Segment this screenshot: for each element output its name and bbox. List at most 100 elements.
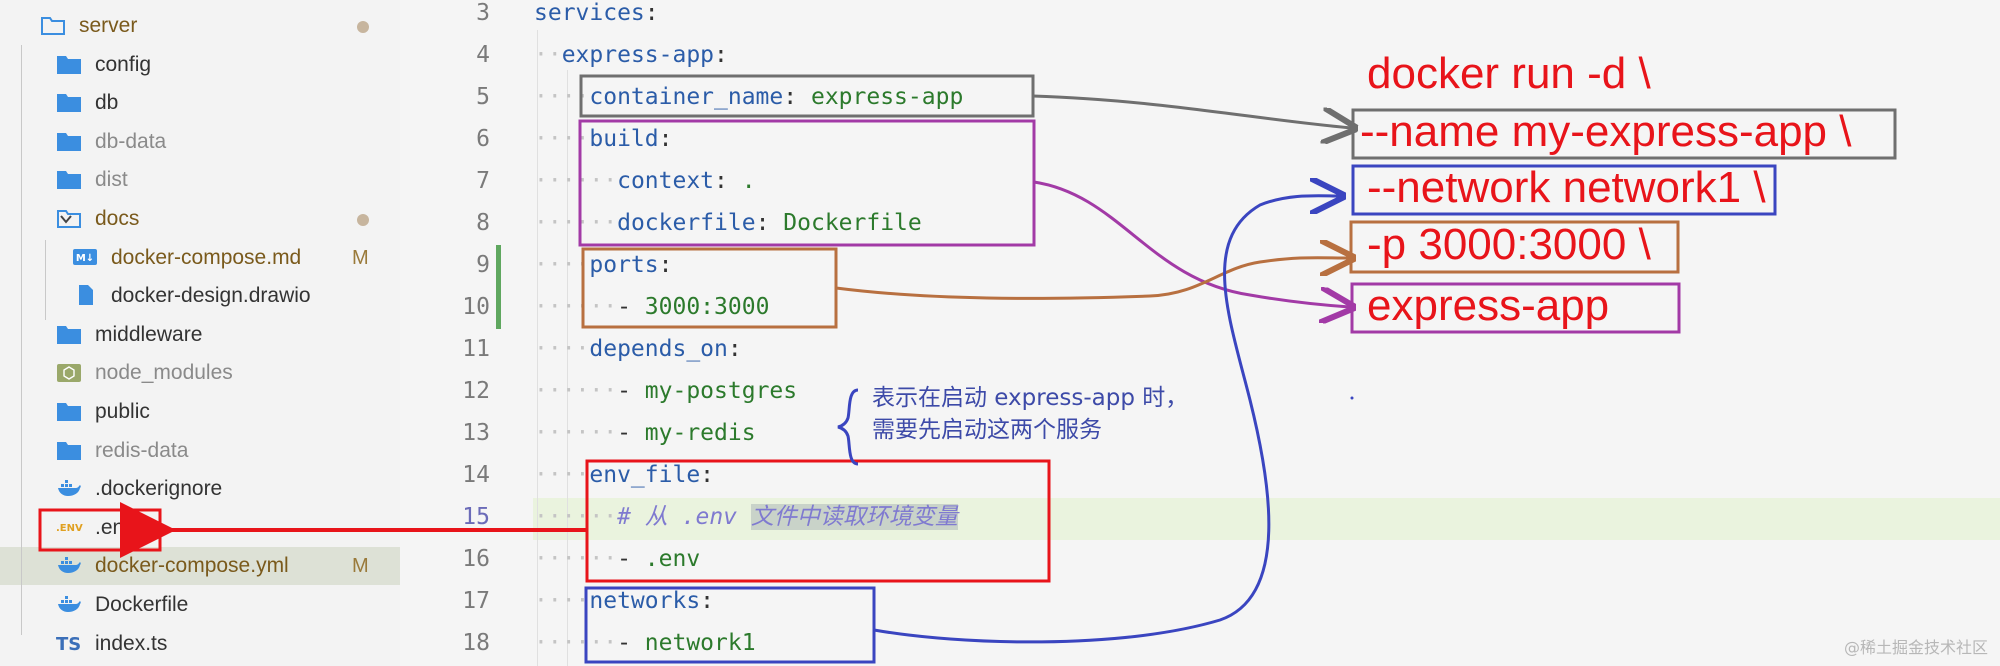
tree-item-label: db-data xyxy=(95,129,167,153)
line-number: 14 xyxy=(462,462,490,488)
svg-text:M↓: M↓ xyxy=(76,253,94,264)
code-line[interactable]: ····container_name: express-app xyxy=(534,82,963,112)
tree-item[interactable]: node_modules xyxy=(0,354,400,392)
chevron-down-icon[interactable] xyxy=(58,211,74,227)
code-line[interactable]: services: xyxy=(534,0,659,28)
yaml-punct: : xyxy=(783,84,811,110)
tree-item-label: db xyxy=(95,91,119,115)
yaml-key: dockerfile xyxy=(617,210,756,236)
networks-box xyxy=(584,586,876,664)
tree-item-label: public xyxy=(95,400,150,423)
yaml-key: ports xyxy=(589,252,659,278)
yaml-comment: 文件中读取环境变量 xyxy=(750,504,958,530)
line-number: 3 xyxy=(476,0,490,26)
yaml-key: container_name xyxy=(589,84,784,110)
folder-icon xyxy=(56,439,82,463)
tree-item[interactable]: redis-data xyxy=(0,432,400,470)
line-number: 10 xyxy=(462,294,490,320)
tree-item-label: redis-data xyxy=(95,438,189,462)
folder-icon xyxy=(56,323,82,347)
tree-item[interactable]: dist xyxy=(0,161,400,199)
tree-item[interactable]: config xyxy=(0,46,400,84)
docker-icon xyxy=(56,477,82,501)
svg-text:.ENV: .ENV xyxy=(56,523,83,534)
line-number: 8 xyxy=(476,210,490,236)
yaml-punct: : xyxy=(714,42,728,68)
line-number: 17 xyxy=(462,588,490,614)
node-folder-icon xyxy=(56,361,82,385)
modified-dot-badge xyxy=(357,214,369,226)
whitespace-dots: ······ xyxy=(534,294,618,320)
yaml-punct: : xyxy=(658,126,673,152)
tree-item[interactable]: docker-design.drawio xyxy=(0,277,400,315)
yaml-punct: : xyxy=(727,336,742,362)
depends-note-line2: 需要先启动这两个服务 xyxy=(872,417,1102,443)
arrow-networks xyxy=(873,196,1340,644)
yaml-key: env_file xyxy=(589,462,701,488)
cmd-line-network: --network network1 \ xyxy=(1367,163,1766,212)
code-line[interactable]: ····networks: xyxy=(534,586,714,616)
env-icon: .ENV xyxy=(56,516,83,540)
whitespace-dots: ···· xyxy=(534,336,590,362)
yaml-value: . xyxy=(741,168,756,194)
whitespace-dots: ···· xyxy=(534,252,590,278)
tree-item[interactable]: db-data xyxy=(0,123,400,161)
stray-dot xyxy=(1350,396,1354,400)
whitespace-dots: ······ xyxy=(534,378,618,404)
code-line[interactable]: ······- .env xyxy=(534,544,700,574)
whitespace-dots: ·· xyxy=(534,42,562,68)
yaml-key: services xyxy=(534,0,645,26)
yaml-punct: : xyxy=(714,168,742,194)
tree-item[interactable]: db xyxy=(0,84,400,122)
yaml-value: Dockerfile xyxy=(783,210,922,236)
whitespace-dots: ···· xyxy=(534,588,590,614)
cmd-line-port: -p 3000:3000 \ xyxy=(1367,220,1651,269)
folder-icon xyxy=(56,400,82,424)
yaml-punct: - xyxy=(617,294,645,320)
code-line[interactable]: ····ports: xyxy=(534,250,673,280)
tree-item[interactable]: server xyxy=(0,7,400,45)
line-number: 4 xyxy=(476,42,490,68)
line-number: 12 xyxy=(462,378,490,404)
code-line[interactable]: ····depends_on: xyxy=(534,334,742,364)
code-line[interactable]: ······- my-postgres xyxy=(534,376,797,406)
watermark: @稀土掘金技术社区 xyxy=(1843,638,1988,657)
code-line[interactable]: ······- network1 xyxy=(534,628,756,658)
indent-guide xyxy=(537,30,538,666)
yaml-value: express-app xyxy=(810,84,964,110)
yaml-punct: - xyxy=(617,630,645,656)
whitespace-dots: ······ xyxy=(534,168,618,194)
code-line[interactable]: ······dockerfile: Dockerfile xyxy=(534,208,922,238)
tree-item[interactable]: middleware xyxy=(0,316,400,354)
code-line[interactable]: ····env_file: xyxy=(534,460,714,490)
yaml-punct: - xyxy=(617,378,645,404)
cmd-line-run: docker run -d \ xyxy=(1367,49,1651,98)
code-line[interactable]: ······- 3000:3000 xyxy=(534,292,769,322)
tree-item-label: dist xyxy=(95,168,128,192)
yaml-value: my-redis xyxy=(644,420,756,446)
tree-item[interactable]: Dockerfile xyxy=(0,586,400,624)
tree-item[interactable]: .dockerignore xyxy=(0,470,400,508)
cmd-line-image: express-app xyxy=(1367,281,1610,330)
svg-text:TS: TS xyxy=(56,634,81,654)
tree-item[interactable]: public xyxy=(0,393,400,431)
code-line[interactable]: ······context: . xyxy=(534,166,756,196)
git-status-badge: M xyxy=(352,555,369,578)
yaml-comment: # 从 .env xyxy=(617,504,751,530)
whitespace-dots: ······ xyxy=(534,210,618,236)
tree-item-label: server xyxy=(79,14,138,37)
code-line[interactable]: ··express-app: xyxy=(534,40,728,70)
code-line[interactable]: ······# 从 .env 文件中读取环境变量 xyxy=(534,502,958,532)
tree-item[interactable]: docs xyxy=(0,200,400,238)
code-line[interactable]: ······- my-redis xyxy=(534,418,756,448)
container-name-box xyxy=(579,74,1035,118)
whitespace-dots: ······ xyxy=(534,504,618,530)
yaml-key: express-app xyxy=(561,42,715,68)
tree-item-label: middleware xyxy=(95,322,203,346)
yaml-value: my-postgres xyxy=(644,378,798,404)
yaml-punct: - xyxy=(617,420,645,446)
